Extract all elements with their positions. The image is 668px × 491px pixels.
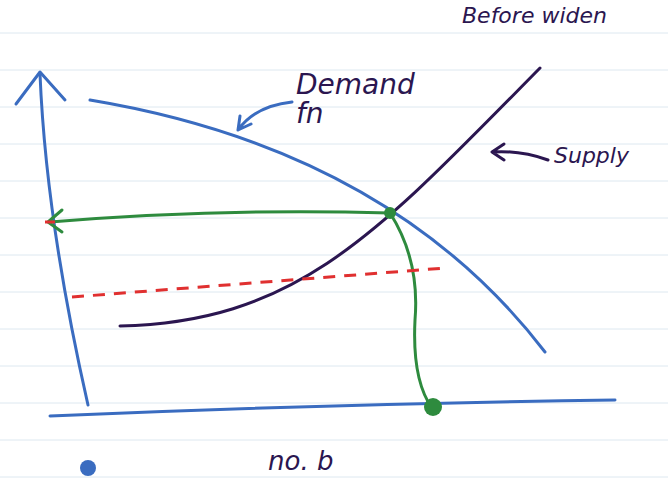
quantity-point	[424, 398, 442, 416]
equilibrium-point	[384, 207, 396, 219]
supply-pointer	[492, 144, 548, 160]
blue-dot	[80, 460, 96, 476]
price-axis	[40, 74, 88, 405]
demand-label: Demand fn	[296, 70, 426, 129]
supply-label: Supply	[554, 144, 664, 167]
demand-curve	[90, 100, 545, 352]
quantity-projection	[390, 213, 432, 408]
axis-label: no. b	[268, 448, 378, 475]
demand-pointer	[238, 102, 292, 130]
quantity-axis	[50, 400, 615, 416]
ruled-lines	[0, 33, 668, 477]
before-widen-label: Before widen	[462, 4, 612, 27]
price-projection	[50, 212, 390, 222]
price-tick	[45, 221, 55, 224]
price-line	[72, 268, 445, 297]
